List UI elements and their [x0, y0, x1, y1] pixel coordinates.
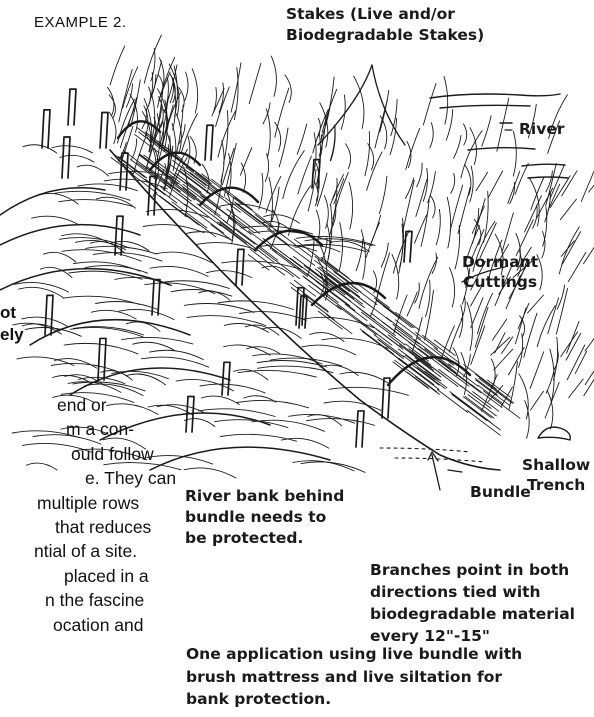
- body-line: placed in a: [0, 564, 180, 588]
- body-line: ocation and: [0, 613, 180, 637]
- body-line: ould follow: [0, 442, 180, 466]
- body-line: end or: [0, 393, 180, 417]
- body-line: m a con-: [0, 417, 180, 441]
- example-label: EXAMPLE 2.: [34, 14, 127, 31]
- label-river: River: [519, 119, 565, 140]
- body-line: n the fascine: [0, 588, 180, 612]
- label-stakes: Stakes (Live and/or Biodegradable Stakes…: [286, 4, 484, 46]
- body-line: multiple rows: [0, 491, 180, 515]
- label-shallow-trench: Shallow Trench: [522, 455, 590, 495]
- body-fragment-heading-1: ot: [0, 303, 16, 323]
- label-branches: Branches point in both directions tied w…: [370, 559, 575, 647]
- label-bundle: Bundle: [470, 482, 531, 503]
- body-fragment-heading-2: ely: [0, 325, 24, 345]
- figure-caption: One application using live bundle with b…: [186, 643, 522, 711]
- stone-icon: [538, 427, 570, 440]
- body-line: e. They can: [0, 466, 180, 490]
- body-line: ntial of a site.: [0, 539, 180, 563]
- label-river-bank: River bank behind bundle needs to be pro…: [185, 486, 344, 549]
- label-dormant-cuttings: Dormant Cuttings: [462, 252, 538, 292]
- body-line: that reduces: [0, 515, 180, 539]
- body-text-column: end or m a con- ould follow e. They can …: [0, 393, 180, 637]
